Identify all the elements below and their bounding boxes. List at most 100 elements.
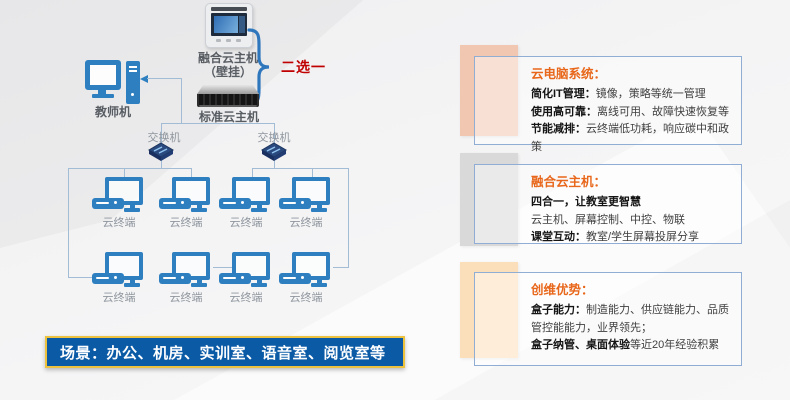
monitor-base — [311, 283, 327, 287]
feature-card: 云电脑系统： 简化IT管理：镜像，策略等统一管理 使用高可靠：离线可用、故障快速… — [474, 56, 742, 153]
wall-host-sublabel: （壁挂） — [203, 65, 252, 79]
box-slot — [223, 202, 236, 204]
card-line-text: 云终端低功耗，响应碳中和政策 — [531, 123, 729, 153]
box-slot — [163, 202, 176, 204]
card-line-text: 镜像，策略等统一管理 — [595, 88, 706, 100]
card-line: 盒子纳管、桌面体验等近20年经验积累 — [531, 337, 737, 355]
client-box-icon — [219, 198, 251, 209]
client-box-icon — [159, 273, 191, 284]
monitor-base — [191, 208, 207, 212]
client-box-icon — [279, 198, 311, 209]
device-button — [216, 39, 221, 42]
monitor-stand — [98, 90, 106, 94]
client-box-icon — [219, 273, 251, 284]
terminal-label: 云终端 — [229, 292, 263, 304]
screen-sidebar — [239, 16, 245, 33]
monitor-stand — [197, 205, 202, 209]
card-line-label: 简化IT管理： — [531, 88, 596, 100]
card-accent — [460, 45, 518, 136]
cloud-terminal-icon — [159, 177, 213, 215]
card-content: 创维优势： 盒子能力：制造能力、供应链能力、品质管控能能力，业界领先； 盒子纳管… — [531, 279, 737, 355]
card-line: 节能减排：云终端低功耗，响应碳中和政策 — [531, 121, 737, 156]
connector-line — [312, 168, 313, 178]
device-button — [236, 39, 241, 42]
client-box-icon — [92, 198, 124, 209]
device-camera-strip — [211, 7, 247, 11]
card-line-text: 云主机、屏幕控制、中控、物联 — [531, 213, 685, 226]
client-box-icon — [159, 198, 191, 209]
monitor-icon — [105, 177, 143, 205]
box-dot — [181, 276, 184, 279]
monitor-icon — [172, 252, 210, 280]
feature-card: 融合云主机： 四合一，让教室更智慧 云主机、屏幕控制、中控、物联 课堂互动：教室… — [474, 164, 742, 244]
connector-line — [124, 168, 125, 178]
connector-line — [68, 168, 192, 169]
server-label: 标准云主机 — [198, 110, 259, 124]
connector-line — [274, 158, 275, 168]
card-title: 云电脑系统： — [531, 67, 607, 81]
cloud-terminal-icon — [279, 177, 333, 215]
connector-line — [161, 123, 162, 144]
box-dot — [181, 201, 184, 204]
terminal-label: 云终端 — [289, 217, 323, 229]
cloud-terminal-icon — [92, 252, 146, 290]
scenario-banner-text: 场景：办公、机房、实训室、语音室、阅览室等 — [60, 344, 386, 362]
box-dot — [114, 276, 117, 279]
connector-line — [191, 168, 192, 178]
monitor-stand — [257, 280, 262, 284]
connector-line — [348, 168, 349, 267]
box-dot — [114, 201, 117, 204]
connector-line — [161, 158, 162, 168]
switch-label: 交换机 — [257, 132, 291, 144]
connector-line — [274, 123, 275, 144]
connector-line — [252, 168, 348, 169]
connector-line — [252, 168, 253, 178]
card-line-label: 使用高可靠： — [531, 105, 597, 118]
card-line: 云主机、屏幕控制、中控、物联 — [531, 212, 737, 230]
card-line-label: 节能减排： — [531, 123, 586, 135]
server-bottom-edge — [199, 105, 257, 107]
connector-line — [68, 168, 69, 277]
terminal-label: 云终端 — [229, 217, 263, 229]
arrowhead-icon — [140, 75, 148, 83]
card-line: 四合一，让教室更智慧 — [531, 194, 737, 212]
monitor-base — [92, 94, 114, 98]
monitor-stand — [130, 280, 135, 284]
cloud-terminal-icon — [219, 177, 273, 215]
cloud-terminal-icon — [159, 252, 213, 290]
monitor-icon — [85, 60, 121, 90]
cloud-terminal-icon — [279, 252, 333, 290]
monitor-stand — [197, 280, 202, 284]
box-slot — [96, 202, 109, 204]
box-dot — [241, 201, 244, 204]
card-content: 云电脑系统： 简化IT管理：镜像，策略等统一管理 使用高可靠：离线可用、故障快速… — [531, 63, 737, 156]
screen-panel — [214, 16, 238, 33]
box-slot — [223, 277, 236, 279]
monitor-base — [124, 283, 140, 287]
connector-line — [161, 123, 275, 124]
scenario-banner: 场景：办公、机房、实训室、语音室、阅览室等 — [45, 336, 405, 368]
card-line-label: 盒子纳管、桌面体验 — [531, 339, 630, 351]
terminal-label: 云终端 — [169, 217, 203, 229]
card-accent — [460, 153, 518, 246]
card-line-label: 课堂互动： — [531, 231, 586, 243]
monitor-stand — [317, 205, 322, 209]
card-line-text: 等近20年经验积累 — [630, 339, 720, 351]
card-title: 融合云主机： — [531, 175, 607, 189]
monitor-base — [251, 283, 267, 287]
wall-host-icon — [205, 3, 253, 48]
monitor-icon — [292, 252, 330, 280]
box-dot — [241, 276, 244, 279]
cloud-terminal-icon — [92, 177, 146, 215]
monitor-base — [191, 283, 207, 287]
connector-line — [213, 267, 233, 268]
terminal-label: 云终端 — [169, 292, 203, 304]
monitor-stand — [257, 205, 262, 209]
device-button — [226, 39, 231, 42]
device-screen — [211, 13, 247, 36]
card-line-label: 盒子能力： — [531, 304, 586, 316]
wall-host-label: 融合云主机 — [197, 51, 258, 65]
switch-label: 交换机 — [147, 132, 181, 144]
box-dot — [301, 201, 304, 204]
box-slot — [283, 202, 296, 204]
